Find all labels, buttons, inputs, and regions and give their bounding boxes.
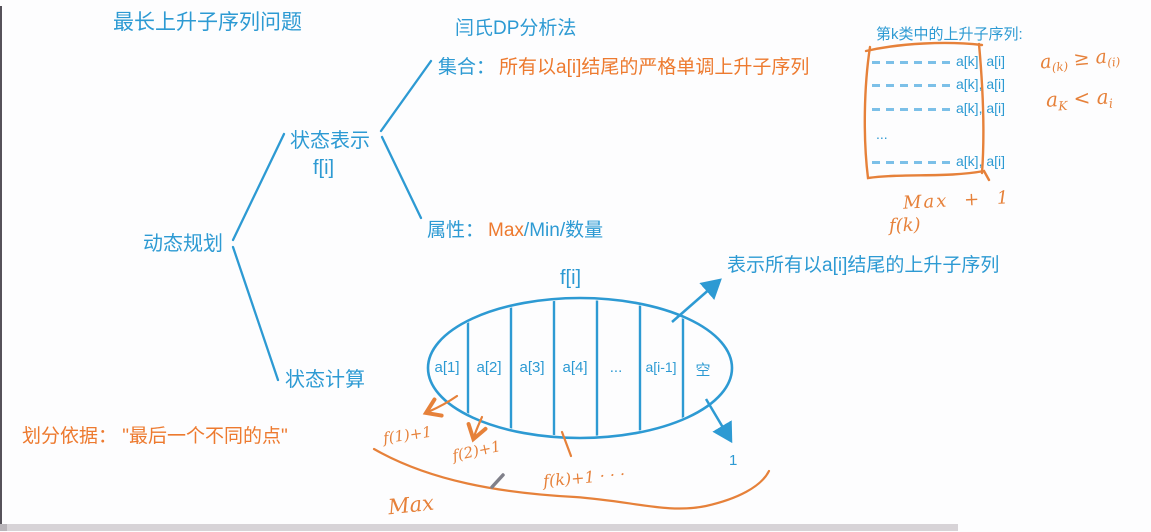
branch-state-repr-to-attr — [380, 135, 423, 220]
kclass-row-label: a[k], a[i] — [956, 153, 1006, 169]
method-title: 闫氏DP分析法 — [455, 18, 577, 39]
node-state-repr-sub: f[i] — [313, 157, 335, 179]
segment-label: a[3] — [519, 359, 545, 376]
attr-label: 属性： — [427, 220, 485, 241]
attr-value-max: Max — [488, 220, 524, 241]
segment-label: 空 — [695, 362, 711, 379]
set-line: 集合：所有以a[i]结尾的严格单调上升子序列 — [438, 52, 809, 79]
branch-root-to-state-calc — [231, 245, 280, 382]
ineq-op: ≥ — [1066, 46, 1097, 72]
ineq-sub: i — [1108, 95, 1114, 111]
diagram-annotation: 表示所有以a[i]结尾的上升子序列 — [727, 255, 1000, 276]
pen-smudge — [490, 473, 505, 489]
segment-label: ... — [609, 359, 623, 376]
kclass-box-top — [864, 41, 984, 53]
partition-note: 划分依据： "最后一个不同的点" — [22, 426, 288, 447]
page-title: 最长上升子序列问题 — [113, 11, 302, 34]
dashed-line — [872, 84, 954, 87]
dashed-line — [872, 161, 954, 164]
handwritten-f2-plus-1: f(2)+1 — [450, 437, 503, 465]
scrollbar-track[interactable] — [6, 524, 958, 531]
kclass-title: 第k类中的上升子序列: — [876, 26, 1023, 43]
ineq-op: < — [1066, 85, 1098, 111]
segment-label: a[1] — [434, 359, 460, 376]
arrow-to-one — [704, 398, 733, 444]
set-label: 集合： — [438, 57, 496, 78]
handwritten-fk-plus-1: f(k)+1 · · · — [542, 464, 626, 491]
handwritten-inequality-1: a(k) ≥ a(i) — [1039, 45, 1121, 76]
scrollbar-handle[interactable] — [0, 524, 7, 531]
arrow-to-annotation — [671, 278, 722, 323]
handwritten-f1-plus-1: f(1)+1 — [381, 422, 433, 448]
handwritten-max: Max — [386, 490, 436, 520]
case-one-label: 1 — [729, 452, 738, 469]
ineq-base: a — [1045, 87, 1059, 112]
dashed-line — [872, 61, 954, 64]
ineq-sub: (k) — [1051, 59, 1069, 75]
node-root: 动态规划 — [143, 233, 223, 255]
node-state-calc: 状态计算 — [285, 369, 365, 391]
ineq-base: a — [1094, 45, 1108, 69]
handwritten-max-plus-one: Max + 1 — [902, 187, 1011, 214]
segment-label: a[i-1] — [645, 359, 677, 375]
segment-label: a[2] — [476, 359, 502, 376]
segment-label: a[4] — [562, 359, 588, 376]
handwritten-inequality-2: aK < ai — [1045, 84, 1113, 114]
branch-root-to-state-repr — [231, 132, 286, 242]
left-edge-line — [0, 6, 2, 525]
ineq-sub: (i) — [1106, 54, 1121, 70]
node-state-repr: 状态表示 — [290, 130, 370, 152]
attr-value-rest: /Min/数量 — [523, 220, 604, 241]
kclass-row-label: a[k], a[i] — [956, 100, 1006, 116]
diagram-f-label: f[i] — [560, 267, 582, 289]
arrow-from-a1 — [422, 394, 459, 418]
arrow-from-a2 — [466, 415, 488, 443]
kclass-row-label: a[k], a[i] — [956, 53, 1006, 69]
set-text: 所有以a[i]结尾的严格单调上升子序列 — [499, 57, 810, 78]
branch-state-repr-to-set — [379, 59, 433, 133]
handwritten-f-of-k: f(k) — [888, 214, 921, 237]
ineq-base: a — [1095, 84, 1110, 110]
attr-line: 属性：Max/Min/数量 — [427, 215, 603, 242]
tick-from-ellipse — [560, 430, 573, 458]
dashed-line — [872, 108, 954, 111]
kclass-row-label: a[k], a[i] — [956, 76, 1006, 92]
kclass-ellipsis: ... — [876, 126, 888, 142]
